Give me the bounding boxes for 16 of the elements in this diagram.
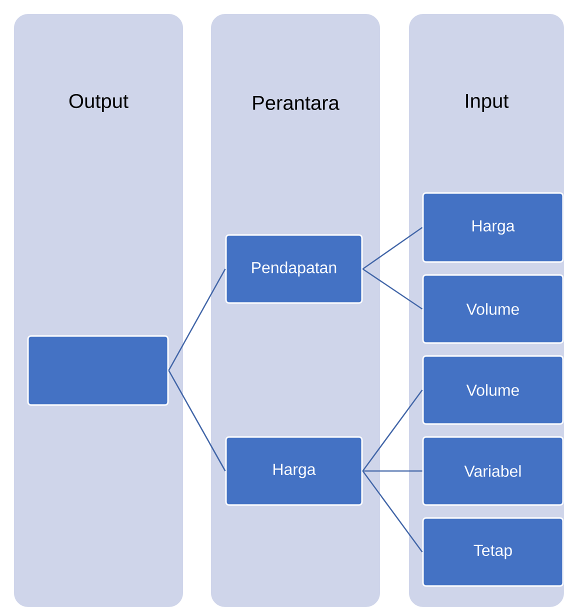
process-box: Harga xyxy=(225,436,363,506)
process-box: Variabel xyxy=(422,436,564,506)
process-box: Harga xyxy=(422,192,564,263)
connector-line xyxy=(362,226,423,270)
connector-line xyxy=(362,470,422,472)
connector-line xyxy=(362,390,423,472)
connector-line xyxy=(362,470,423,552)
process-box: Pendapatan xyxy=(225,234,363,304)
connector-line xyxy=(168,370,226,472)
process-box: Volume xyxy=(422,274,564,344)
column-band: Output xyxy=(14,14,183,607)
connector-line xyxy=(362,268,423,310)
connector-line xyxy=(168,268,226,371)
process-box: Volume xyxy=(422,355,564,425)
empty-box xyxy=(27,335,169,406)
process-box: Tetap xyxy=(422,517,564,587)
